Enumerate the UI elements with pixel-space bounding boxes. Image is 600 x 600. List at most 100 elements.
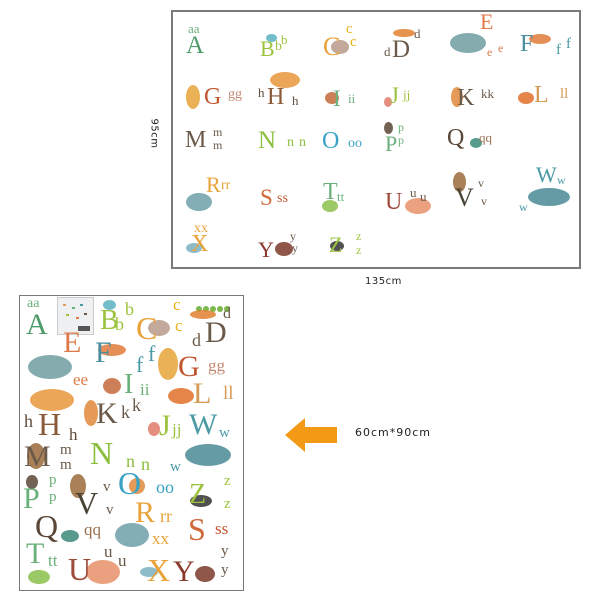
large-letter: v: [481, 194, 487, 208]
large-letter: aa: [188, 21, 200, 36]
large-letter: F: [520, 31, 534, 57]
small-letter: N: [90, 435, 114, 471]
small-letter: oo: [156, 477, 174, 497]
large-letter: rr: [221, 178, 231, 193]
arrow-left-icon: [285, 418, 337, 452]
large-letter: m: [213, 125, 223, 139]
small-letter: F: [95, 336, 112, 369]
large-letter: b: [281, 32, 288, 47]
large-letter: V: [455, 183, 474, 212]
large-letter: n: [299, 135, 306, 150]
large-letter: h: [292, 93, 299, 108]
small-letter: b: [125, 299, 134, 319]
large-letter: T: [323, 179, 338, 205]
small-letter: y: [221, 543, 229, 559]
large-letter: w: [519, 200, 528, 214]
large-letter: J: [390, 83, 399, 108]
small-animal-zebra-icon: [190, 495, 212, 507]
small-animal-rhino-icon: [115, 523, 149, 547]
small-letter: A: [26, 308, 48, 341]
large-animal-owl-sheep-icon: [331, 40, 349, 54]
small-letter: O: [118, 465, 142, 501]
large-animal-octopus-icon: [384, 97, 392, 107]
small-letter: p: [49, 489, 57, 505]
small-letter: M: [24, 440, 51, 473]
large-letter: ii: [348, 91, 356, 106]
width-dimension-label: 135cm: [365, 276, 402, 287]
small-letter: v: [103, 479, 111, 495]
large-letter: u: [420, 189, 427, 204]
small-letter: L: [193, 377, 212, 410]
large-letter: tt: [337, 189, 345, 204]
large-letter: O: [322, 128, 340, 154]
small-letter: jj: [172, 420, 182, 439]
small-letter: aa: [27, 296, 40, 311]
small-animal-yak-icon: [195, 566, 215, 582]
small-letter: ss: [215, 519, 229, 538]
large-letter: Q: [447, 125, 465, 151]
large-animal-antelope-icon: [325, 92, 339, 104]
small-letter: H: [38, 406, 62, 442]
small-letter: rr: [160, 506, 172, 526]
small-letter: P: [23, 482, 40, 515]
large-letter: z: [356, 243, 362, 257]
large-letter: C: [323, 32, 341, 61]
small-animal-giraffe-icon: [158, 348, 178, 380]
large-animal-dachshund-icon: [393, 29, 415, 37]
large-letter: xx: [194, 221, 208, 236]
large-letter: gg: [228, 87, 242, 102]
package-thumbnail: [57, 297, 94, 335]
small-animal-tortoise-icon: [28, 570, 50, 584]
small-letter: c: [173, 295, 181, 314]
small-size-label: 60cm*90cm: [355, 426, 432, 439]
large-letter: oo: [348, 136, 362, 151]
small-letter: k: [132, 395, 141, 415]
small-animal-bird-q-icon: [61, 530, 79, 542]
large-letter: kk: [481, 86, 494, 101]
large-letter: X: [191, 231, 209, 257]
large-letter: u: [410, 185, 417, 200]
small-letter: qq: [84, 520, 101, 539]
large-letter: D: [392, 36, 411, 63]
small-letter: R: [135, 496, 156, 529]
large-letter: d: [384, 44, 391, 59]
small-letter: b: [115, 314, 124, 334]
large-letter: N: [258, 127, 277, 154]
small-animal-penguin-icon: [26, 475, 38, 489]
large-letter: c: [346, 21, 353, 37]
large-letter: B: [260, 36, 275, 61]
small-letter: f: [148, 341, 156, 366]
large-letter: w: [557, 173, 566, 187]
large-animal-bird-q-icon: [470, 138, 482, 148]
small-animal-bird-b-icon: [103, 300, 116, 310]
small-animal-octopus-icon: [148, 422, 160, 436]
small-letter: T: [26, 537, 45, 570]
small-letter: D: [205, 316, 227, 349]
small-letter: f: [136, 352, 144, 377]
small-letter: h: [69, 425, 78, 444]
large-letter: f: [556, 42, 561, 58]
small-letter: y: [221, 562, 229, 578]
small-letter: S: [188, 511, 206, 547]
small-animal-sheep-icon: [148, 320, 170, 336]
small-letter: tt: [48, 551, 58, 570]
large-animal-fish-icon: [186, 243, 202, 253]
small-letter: h: [24, 411, 33, 431]
large-animal-whale-icon: [528, 188, 570, 206]
large-animal-lion-icon: [518, 92, 534, 104]
small-letter: z: [224, 496, 231, 512]
small-letter: K: [96, 397, 118, 430]
small-animal-kangaroo-icon: [84, 400, 98, 426]
small-letter: ll: [223, 383, 234, 404]
large-animal-giraffe-icon: [186, 85, 200, 109]
large-letter: p: [398, 120, 404, 134]
small-animal-lion-icon: [168, 388, 194, 404]
large-animal-tortoise-icon: [322, 200, 338, 212]
large-animal-bird-icon: [266, 34, 277, 42]
large-letter: z: [356, 229, 362, 243]
large-letter: v: [478, 176, 484, 190]
small-animal-elephant-icon: [28, 355, 72, 379]
large-letter: Z: [329, 232, 343, 257]
large-letter: c: [350, 34, 357, 50]
small-letter: Z: [189, 479, 207, 510]
